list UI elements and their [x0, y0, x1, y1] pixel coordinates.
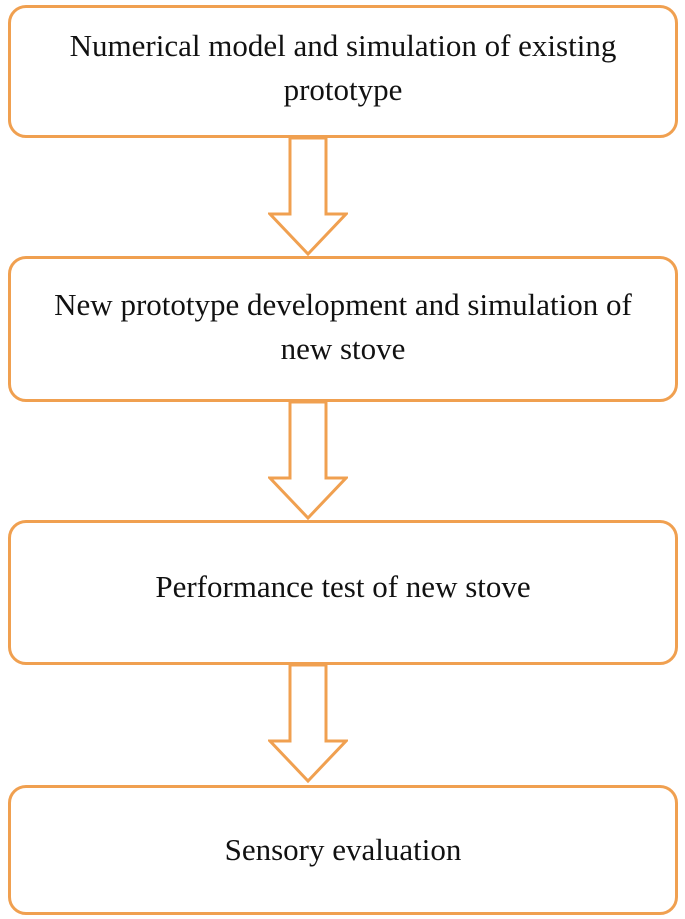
flow-step-3: Performance test of new stove — [8, 520, 678, 665]
down-arrow-icon — [268, 402, 348, 520]
flow-step-3-label: Performance test of new stove — [155, 568, 531, 604]
down-arrow-icon — [268, 138, 348, 256]
flow-step-1-label: Numerical model and simulation of existi… — [69, 27, 617, 107]
down-arrow-icon — [268, 665, 348, 783]
flow-step-2-label: New prototype development and simulation… — [54, 287, 632, 366]
flow-step-1: Numerical model and simulation of existi… — [8, 5, 678, 138]
flow-step-4-label: Sensory evaluation — [224, 832, 462, 867]
flow-step-2: New prototype development and simulation… — [8, 256, 678, 402]
flow-step-4: Sensory evaluation — [8, 785, 678, 915]
